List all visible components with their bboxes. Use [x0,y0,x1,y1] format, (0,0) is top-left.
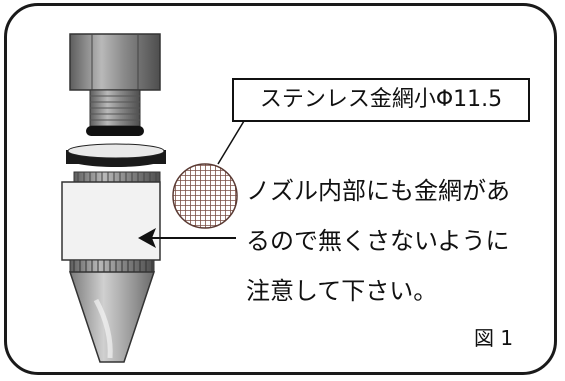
hex-nut [69,33,161,91]
mesh-detail-icon [172,163,238,229]
figure-number: 図 1 [474,326,514,350]
note-line: るので無くさないように [246,227,510,255]
leader-line [217,120,245,165]
mesh-washer [66,143,166,167]
cone-tip [68,271,156,363]
caution-note: ノズル内部にも金網があ るので無くさないように 注意して下さい。 [246,166,552,316]
lower-knurl [69,259,155,273]
part-label: ステンレス金網小Φ11.5 [232,78,530,122]
note-line: 注意して下さい。 [246,277,438,305]
note-line: ノズル内部にも金網があ [246,177,510,205]
nozzle-sleeve [61,181,161,261]
o-ring [86,126,144,136]
arrow-icon [138,228,236,248]
knurled-ring [73,171,161,183]
threaded-neck [89,89,141,127]
